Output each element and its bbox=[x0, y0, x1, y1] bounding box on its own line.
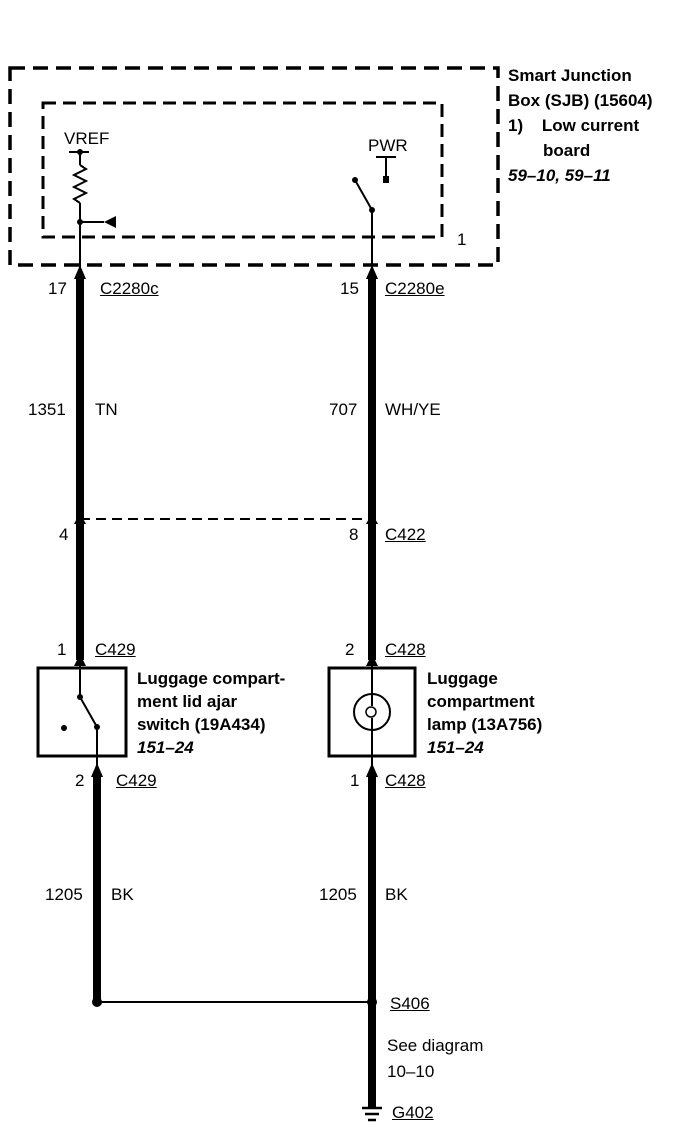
sjb-title-line2: Box (SJB) (15604) bbox=[508, 91, 653, 110]
c422-right-arrow bbox=[366, 513, 378, 524]
lid-switch-box bbox=[36, 666, 128, 758]
c422-right-pin: 8 bbox=[349, 525, 359, 544]
lamp-filament bbox=[365, 706, 377, 718]
sjb-inner-box bbox=[41, 101, 444, 239]
c428-bot-pin: 1 bbox=[350, 771, 360, 790]
sjb-sub-line1: Low current bbox=[541, 116, 640, 135]
circuit-707: 707 bbox=[329, 400, 358, 419]
c428-top-arrow bbox=[366, 654, 378, 666]
sjb-sub-num: 1) bbox=[508, 116, 524, 135]
c422-connector: C422 bbox=[385, 525, 426, 544]
see-diagram-line1: See diagram bbox=[387, 1036, 484, 1055]
color-bk-left: BK bbox=[111, 885, 134, 904]
vref-label: VREF bbox=[64, 129, 110, 148]
c2280e-connector: C2280e bbox=[385, 279, 445, 298]
c428-bot-arrow bbox=[366, 763, 378, 777]
lamp-label: Luggage compartment lamp (13A756) 151–24 bbox=[427, 667, 542, 759]
c428-top-connector: C428 bbox=[385, 640, 426, 659]
lid-switch-label: Luggage compart- ment lid ajar switch (1… bbox=[137, 667, 285, 759]
color-whye: WH/YE bbox=[385, 400, 441, 419]
sjb-sub-row: 1) Low current bbox=[508, 113, 653, 138]
c428-top-pin: 2 bbox=[345, 640, 355, 659]
lid-switch-dot bbox=[61, 725, 67, 731]
sjb-ref: 59–10, 59–11 bbox=[508, 166, 611, 185]
lid-switch-ref: 151–24 bbox=[137, 738, 194, 757]
lid-switch-blade bbox=[79, 696, 98, 728]
lamp-line1: Luggage bbox=[427, 669, 498, 688]
c429-top-arrow bbox=[74, 654, 86, 666]
color-bk-right: BK bbox=[385, 885, 408, 904]
circuit-1351: 1351 bbox=[28, 400, 66, 419]
c429-top-connector: C429 bbox=[95, 640, 136, 659]
ground-icon bbox=[362, 1106, 382, 1122]
c2280c-connector: C2280c bbox=[100, 279, 159, 298]
c2280c-pin: 17 bbox=[48, 279, 67, 298]
pwr-label: PWR bbox=[368, 136, 408, 155]
pwr-switch-blade bbox=[354, 179, 373, 211]
c2280e-arrow bbox=[366, 265, 378, 279]
c429-bot-pin: 2 bbox=[75, 771, 85, 790]
c422-left-pin: 4 bbox=[59, 525, 69, 544]
sjb-title-line1: Smart Junction bbox=[508, 66, 632, 85]
lamp-line2: compartment bbox=[427, 692, 535, 711]
c429-bot-connector: C429 bbox=[116, 771, 157, 790]
lid-switch-line3: switch (19A434) bbox=[137, 715, 266, 734]
pwr-terminal bbox=[383, 176, 389, 183]
sjb-inner-ref: 1 bbox=[457, 230, 467, 249]
see-diagram-line2: 10–10 bbox=[387, 1062, 435, 1081]
lamp-line3: lamp (13A756) bbox=[427, 715, 543, 734]
sjb-outer-box bbox=[8, 66, 500, 267]
lid-switch-line1: Luggage compart- bbox=[137, 669, 286, 688]
splice-s406: S406 bbox=[390, 994, 430, 1013]
c429-bot-arrow bbox=[91, 763, 103, 777]
ground-g402: G402 bbox=[392, 1103, 434, 1122]
c429-top-pin: 1 bbox=[57, 640, 67, 659]
circuit-1205-left: 1205 bbox=[45, 885, 83, 904]
sjb-sub-line2: board bbox=[543, 141, 591, 160]
color-tn: TN bbox=[95, 400, 118, 419]
lamp-ref: 151–24 bbox=[427, 738, 484, 757]
lid-switch-line2: ment lid ajar bbox=[137, 692, 238, 711]
sjb-label-block: Smart Junction Box (SJB) (15604) 1) Low … bbox=[508, 63, 653, 188]
circuit-1205-right: 1205 bbox=[319, 885, 357, 904]
vref-resistor bbox=[71, 164, 89, 204]
vref-sense-arrow bbox=[104, 216, 116, 228]
c2280c-arrow bbox=[74, 265, 86, 279]
c428-bot-connector: C428 bbox=[385, 771, 426, 790]
c2280e-pin: 15 bbox=[340, 279, 359, 298]
c422-left-arrow bbox=[74, 513, 86, 524]
